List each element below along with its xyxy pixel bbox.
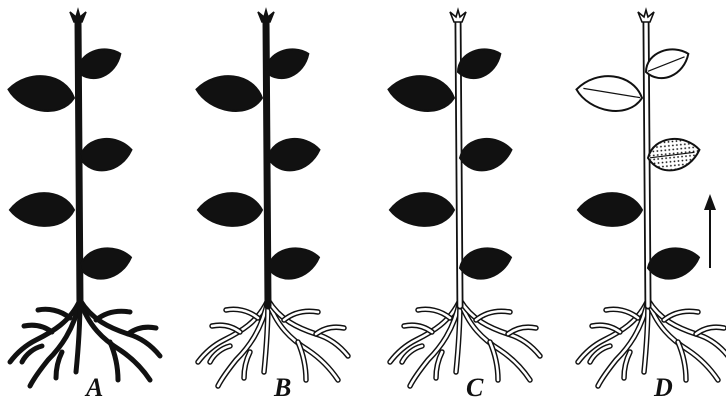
- leaf-lower-right: [646, 245, 702, 282]
- plant-d-drawing: [574, 10, 726, 386]
- plant-c-label: C: [466, 373, 484, 402]
- leaf-lower-left: [389, 191, 455, 227]
- plant-a-drawing: [6, 10, 160, 386]
- root-branch: [56, 352, 62, 378]
- roots: [578, 300, 726, 386]
- leaf-lower-left: [577, 191, 643, 227]
- leaf-upper-left: [194, 70, 265, 116]
- apical-bud: [450, 10, 466, 22]
- plant-b-drawing: [194, 10, 348, 386]
- apical-bud: [70, 10, 86, 22]
- leaf-lower-left: [197, 191, 263, 227]
- plant-d: D: [574, 10, 726, 402]
- leaf-lower-right: [266, 245, 322, 282]
- plant-b-label: B: [273, 373, 291, 402]
- plant-b: B: [194, 10, 348, 402]
- root-branch: [96, 311, 130, 320]
- plant-a: A: [6, 10, 160, 402]
- plant-c: C: [386, 10, 540, 402]
- arrow-head: [704, 194, 716, 210]
- apical-bud: [638, 10, 654, 22]
- leaf-middle-right: [458, 136, 513, 172]
- root-branch: [38, 309, 70, 318]
- leaf-middle-right: [266, 136, 321, 172]
- roots: [198, 300, 348, 386]
- plant-a-label: A: [84, 373, 103, 402]
- apical-bud: [258, 10, 274, 22]
- leaf-upper-left: [6, 70, 77, 116]
- plant-c-drawing: [386, 10, 540, 386]
- plant-d-label: D: [653, 373, 673, 402]
- leaf-upper-left: [386, 70, 457, 116]
- leaf-lower-left: [9, 191, 75, 227]
- root-branch: [24, 325, 52, 332]
- root-branch: [128, 327, 156, 334]
- leaf-lower-right: [78, 245, 134, 282]
- leaf-middle-right: [78, 136, 133, 172]
- roots: [390, 300, 540, 386]
- leaf-lower-right: [458, 245, 514, 282]
- upward-arrow-icon: [704, 194, 716, 268]
- roots: [10, 300, 160, 386]
